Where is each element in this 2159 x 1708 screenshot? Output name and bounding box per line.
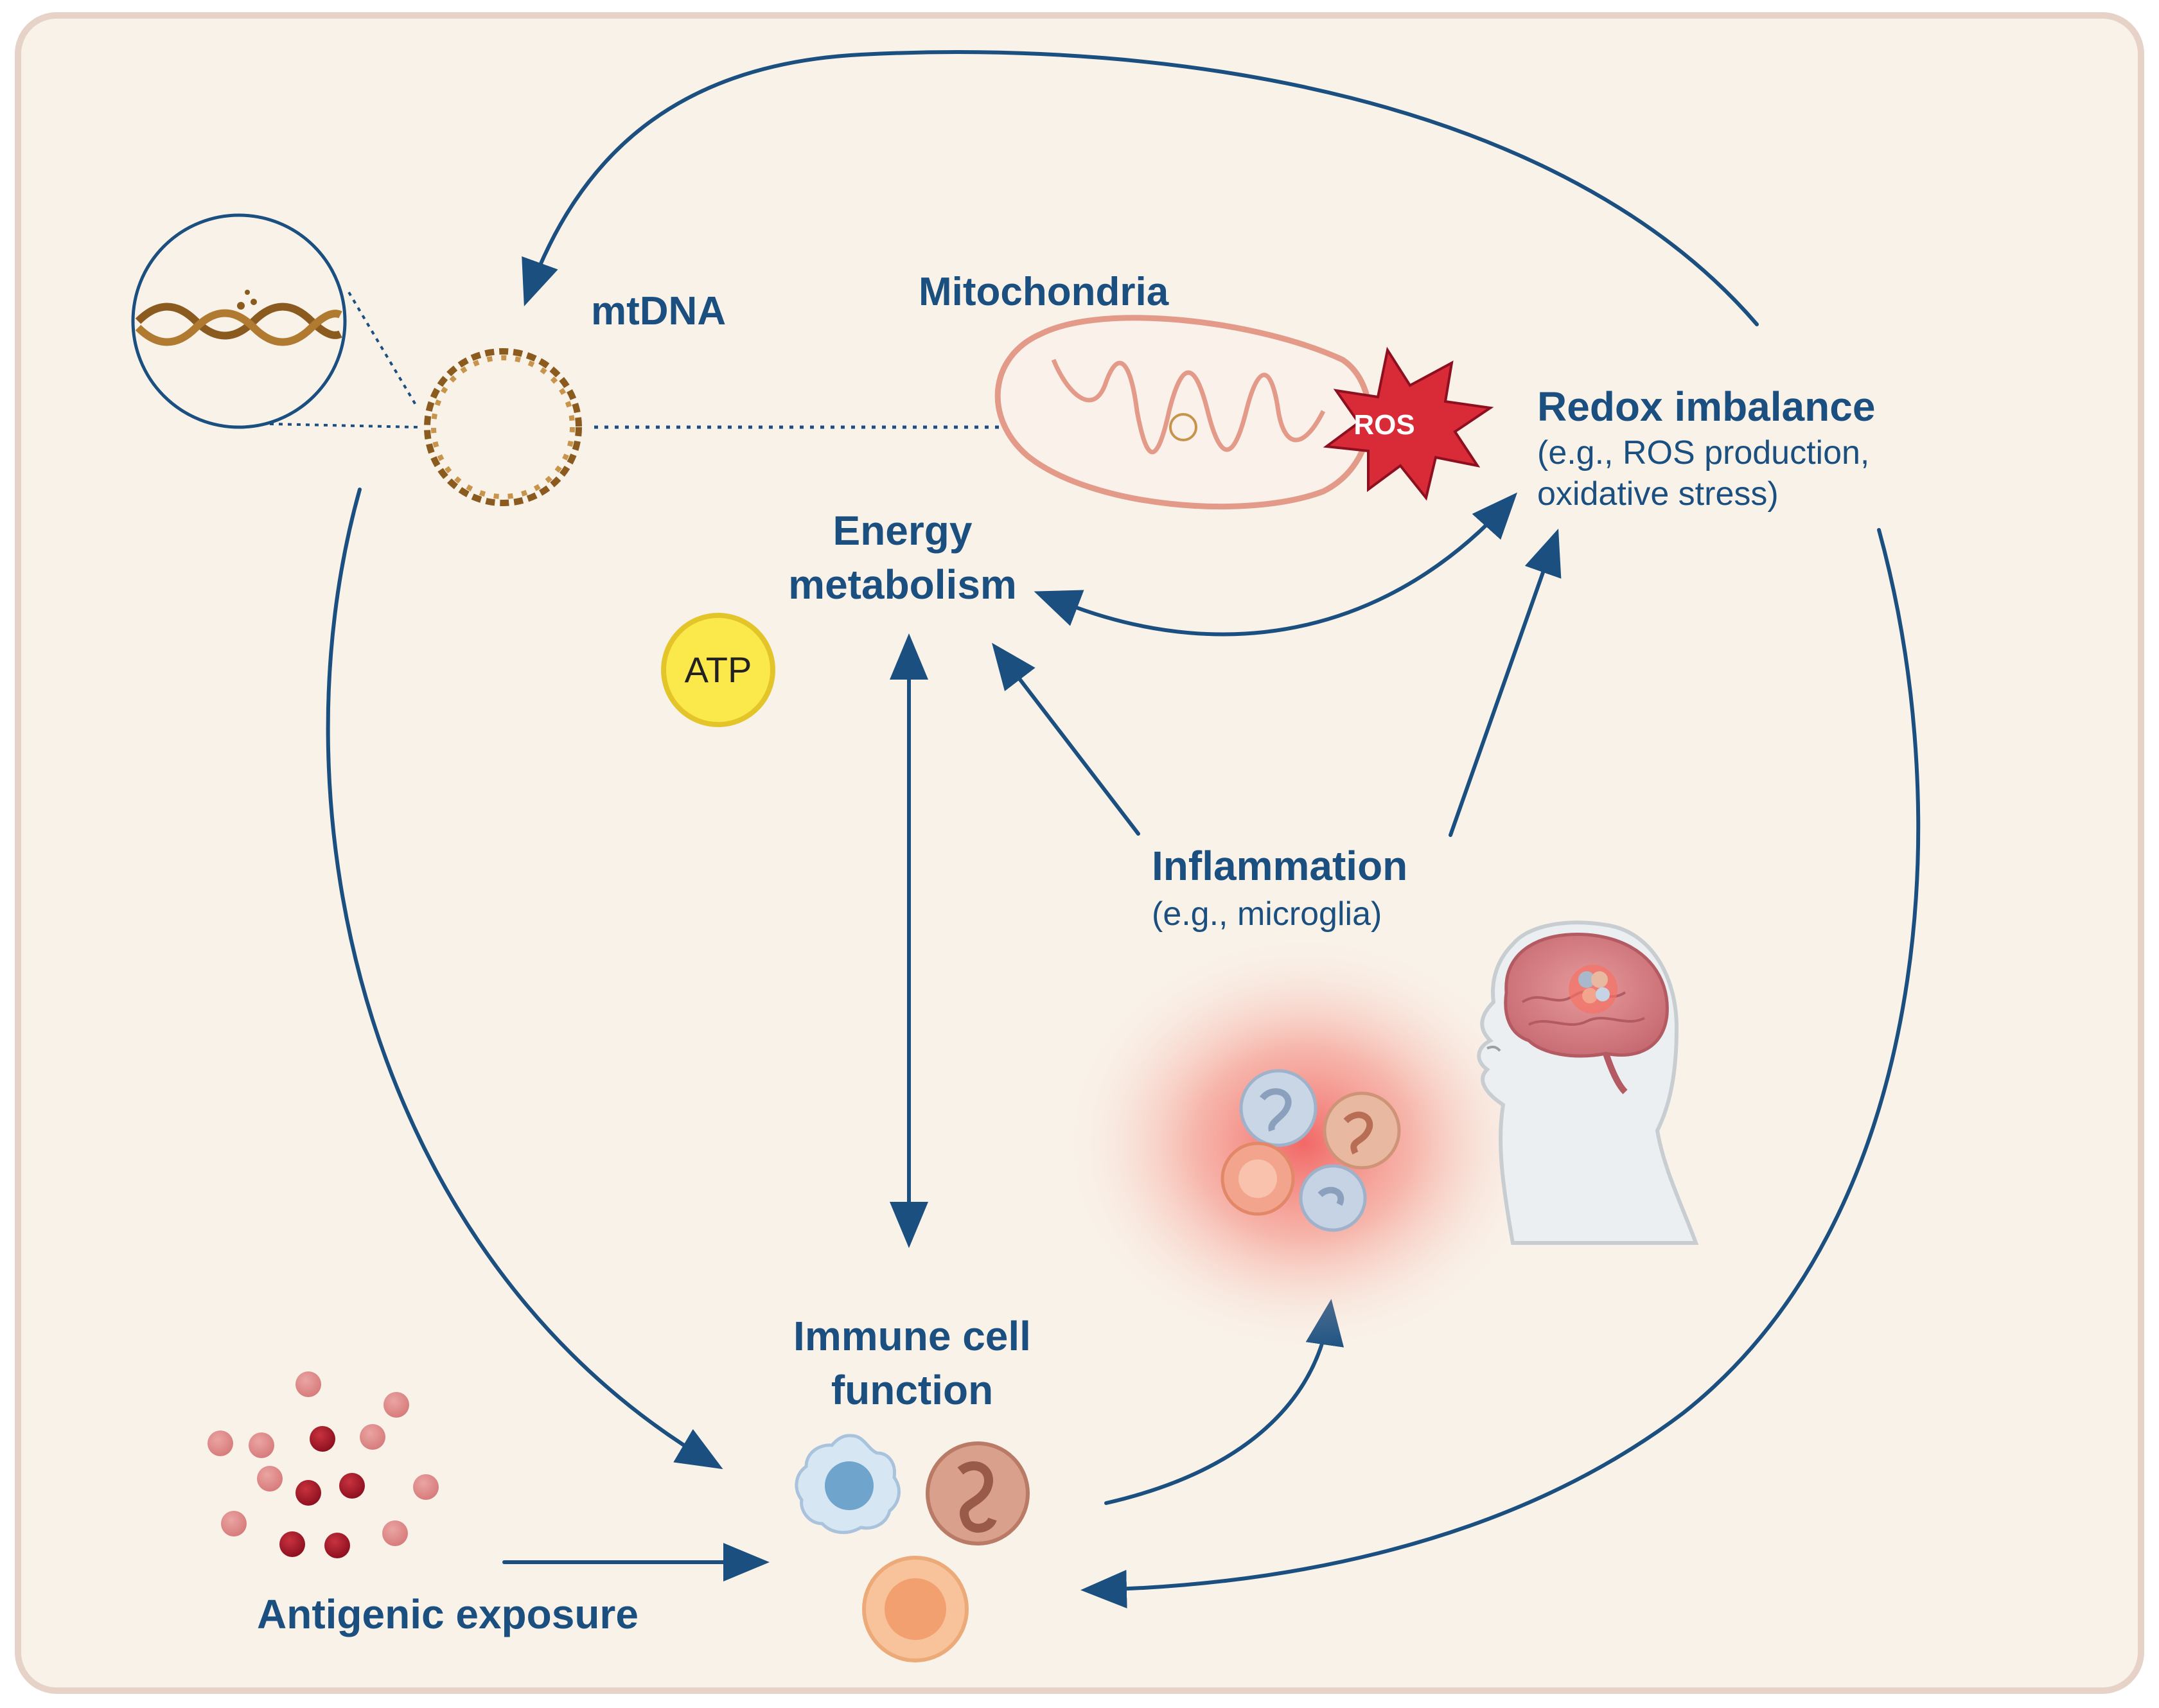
immune-cell-function-label-line1: Immune cell <box>793 1313 1031 1359</box>
energy-metabolism-label-line2: metabolism <box>788 561 1017 608</box>
inflammation-glow <box>1060 931 1548 1355</box>
immune-cell-function-label-line2: function <box>831 1367 993 1413</box>
atp-label: ATP <box>685 649 752 690</box>
mtdna-circle-icon <box>424 348 582 506</box>
arrow-mtdna-to-immune <box>326 488 723 1470</box>
redox-imbalance-subtitle-line1: (e.g., ROS production, <box>1537 434 1869 471</box>
inflammation-title: Inflammation <box>1152 843 1407 889</box>
arrow-redox-to-mtdna <box>522 50 1759 326</box>
energy-metabolism-label-line1: Energy <box>833 507 973 554</box>
immune-cells-icon <box>795 1434 1030 1662</box>
arrow-redox-to-immune <box>1080 528 1921 1608</box>
microglia-cells-icon <box>1220 1069 1401 1232</box>
dna-helix-icon <box>131 213 347 429</box>
zoom-line-bottom <box>269 423 418 428</box>
mitochondria-label: Mitochondria <box>919 270 1169 314</box>
redox-imbalance-title: Redox imbalance <box>1537 383 1875 430</box>
diagram-frame <box>15 12 2144 1694</box>
mtdna-label: mtDNA <box>591 289 726 333</box>
antigen-particles-icon <box>207 1371 439 1558</box>
ros-label: ROS <box>1353 409 1414 441</box>
arrow-inflammation-to-redox <box>1449 529 1562 837</box>
arrow-energy-redox-bidirectional <box>1034 492 1518 637</box>
human-head-brain-icon <box>1477 920 1699 1245</box>
antigenic-exposure-label: Antigenic exposure <box>257 1591 639 1637</box>
redox-imbalance-subtitle-line2: oxidative stress) <box>1537 475 1779 513</box>
ros-burst-icon: ROS <box>1323 346 1494 501</box>
inflammation-subtitle: (e.g., microglia) <box>1152 895 1382 933</box>
arrow-inflammation-to-energy <box>992 642 1140 836</box>
mitochondrion-icon <box>994 315 1373 510</box>
atp-molecule-icon: ATP <box>661 613 775 727</box>
